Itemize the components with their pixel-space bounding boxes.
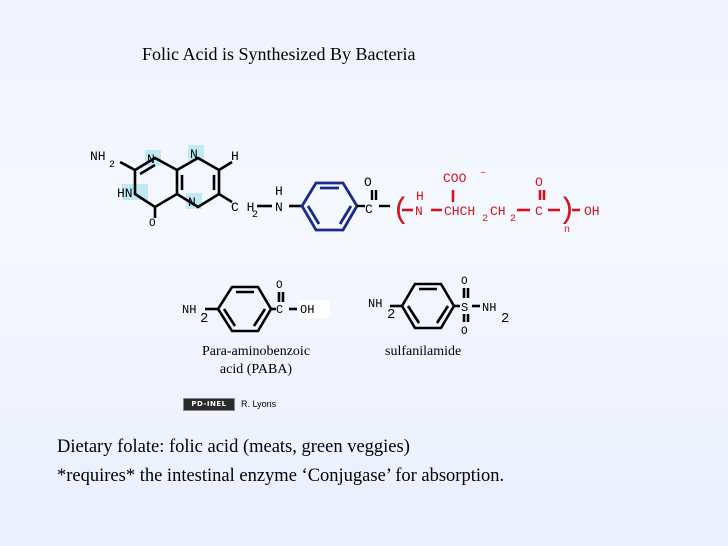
footer-line2: *requires* the intestinal enzyme ‘Conjug…: [57, 466, 505, 486]
sulfa-nh-right: NH: [482, 301, 496, 315]
atom-glu-h: H: [416, 189, 424, 204]
sulfanilamide-benzene-ring: [390, 282, 480, 330]
atom-chain-sub1: 2: [482, 214, 488, 225]
sulfa-nh-sub: 2: [387, 307, 395, 323]
atom-nh2-left-sub: 2: [109, 160, 115, 171]
image-credit: PD-INEL R. Lyons: [183, 397, 277, 411]
paba-o: O: [276, 280, 283, 292]
atom-coo-charge: –: [480, 168, 486, 179]
paba-label: Para-aminobenzoic acid (PABA): [186, 344, 326, 378]
paba-nh-sub: 2: [200, 311, 208, 327]
paba-label-line2: acid (PABA): [219, 362, 293, 377]
atom-ring-n3: N: [188, 195, 196, 210]
sulfa-s: S: [461, 301, 468, 315]
atom-chain-ch: CH: [490, 204, 506, 219]
atom-coo: COO: [443, 171, 467, 186]
paba-nh: NH: [182, 303, 196, 317]
atom-glu-o: O: [535, 175, 543, 190]
sulfanilamide-label: sulfanilamide: [385, 344, 462, 359]
pteridine-rings: [119, 156, 302, 218]
atom-hn: HN: [117, 186, 133, 201]
credit-author: R. Lyons: [241, 399, 277, 409]
paba-label-line1: Para-aminobenzoic: [201, 344, 311, 359]
atom-ch2: C H: [231, 200, 254, 215]
atom-nh2-left: NH: [90, 149, 106, 164]
paba-c: C: [276, 303, 283, 317]
atom-ring-n2: N: [190, 147, 198, 162]
atom-ring-n1: N: [147, 152, 155, 167]
slide-title: Folic Acid is Synthesized By Bacteria: [142, 44, 416, 64]
highlight-n2: [188, 145, 204, 161]
paren-open: (: [392, 194, 410, 228]
atom-amine-h: H: [275, 184, 283, 199]
highlight-paba-oh: [298, 300, 330, 318]
footer-text: Dietary folate: folic acid (meats, green…: [57, 433, 504, 491]
atom-glu-c: C: [535, 204, 543, 219]
footer-line1: Dietary folate: folic acid (meats, green…: [57, 437, 410, 457]
folic-benzene-ring: [300, 181, 359, 232]
atom-chain-sub2: 2: [510, 214, 516, 225]
public-domain-badge: PD-INEL: [183, 397, 235, 411]
highlight-n3: [186, 193, 202, 209]
atom-ch2-sub: 2: [252, 210, 258, 221]
paren-close: ): [558, 194, 576, 228]
atom-chain: CHCH: [444, 204, 475, 219]
sulfa-nh: NH: [368, 297, 382, 311]
atom-carbonyl-o: O: [149, 218, 156, 230]
atom-carbonyl2-c: C: [365, 202, 373, 217]
atom-glu-n: N: [415, 204, 423, 219]
paba-benzene-ring: [205, 285, 297, 333]
atom-n-sub: n: [564, 225, 570, 236]
glutamate-bonds: [402, 190, 580, 212]
atom-h-top: H: [231, 149, 239, 164]
atom-oh: OH: [584, 204, 600, 219]
sulfa-o-top: O: [461, 276, 468, 288]
paba-oh: OH: [300, 303, 314, 317]
sulfa-nh-right-sub: 2: [501, 311, 509, 327]
sulfa-o-bottom: O: [461, 326, 468, 338]
atom-amine-n: N: [275, 200, 283, 215]
atom-carbonyl2-o: O: [364, 175, 372, 190]
